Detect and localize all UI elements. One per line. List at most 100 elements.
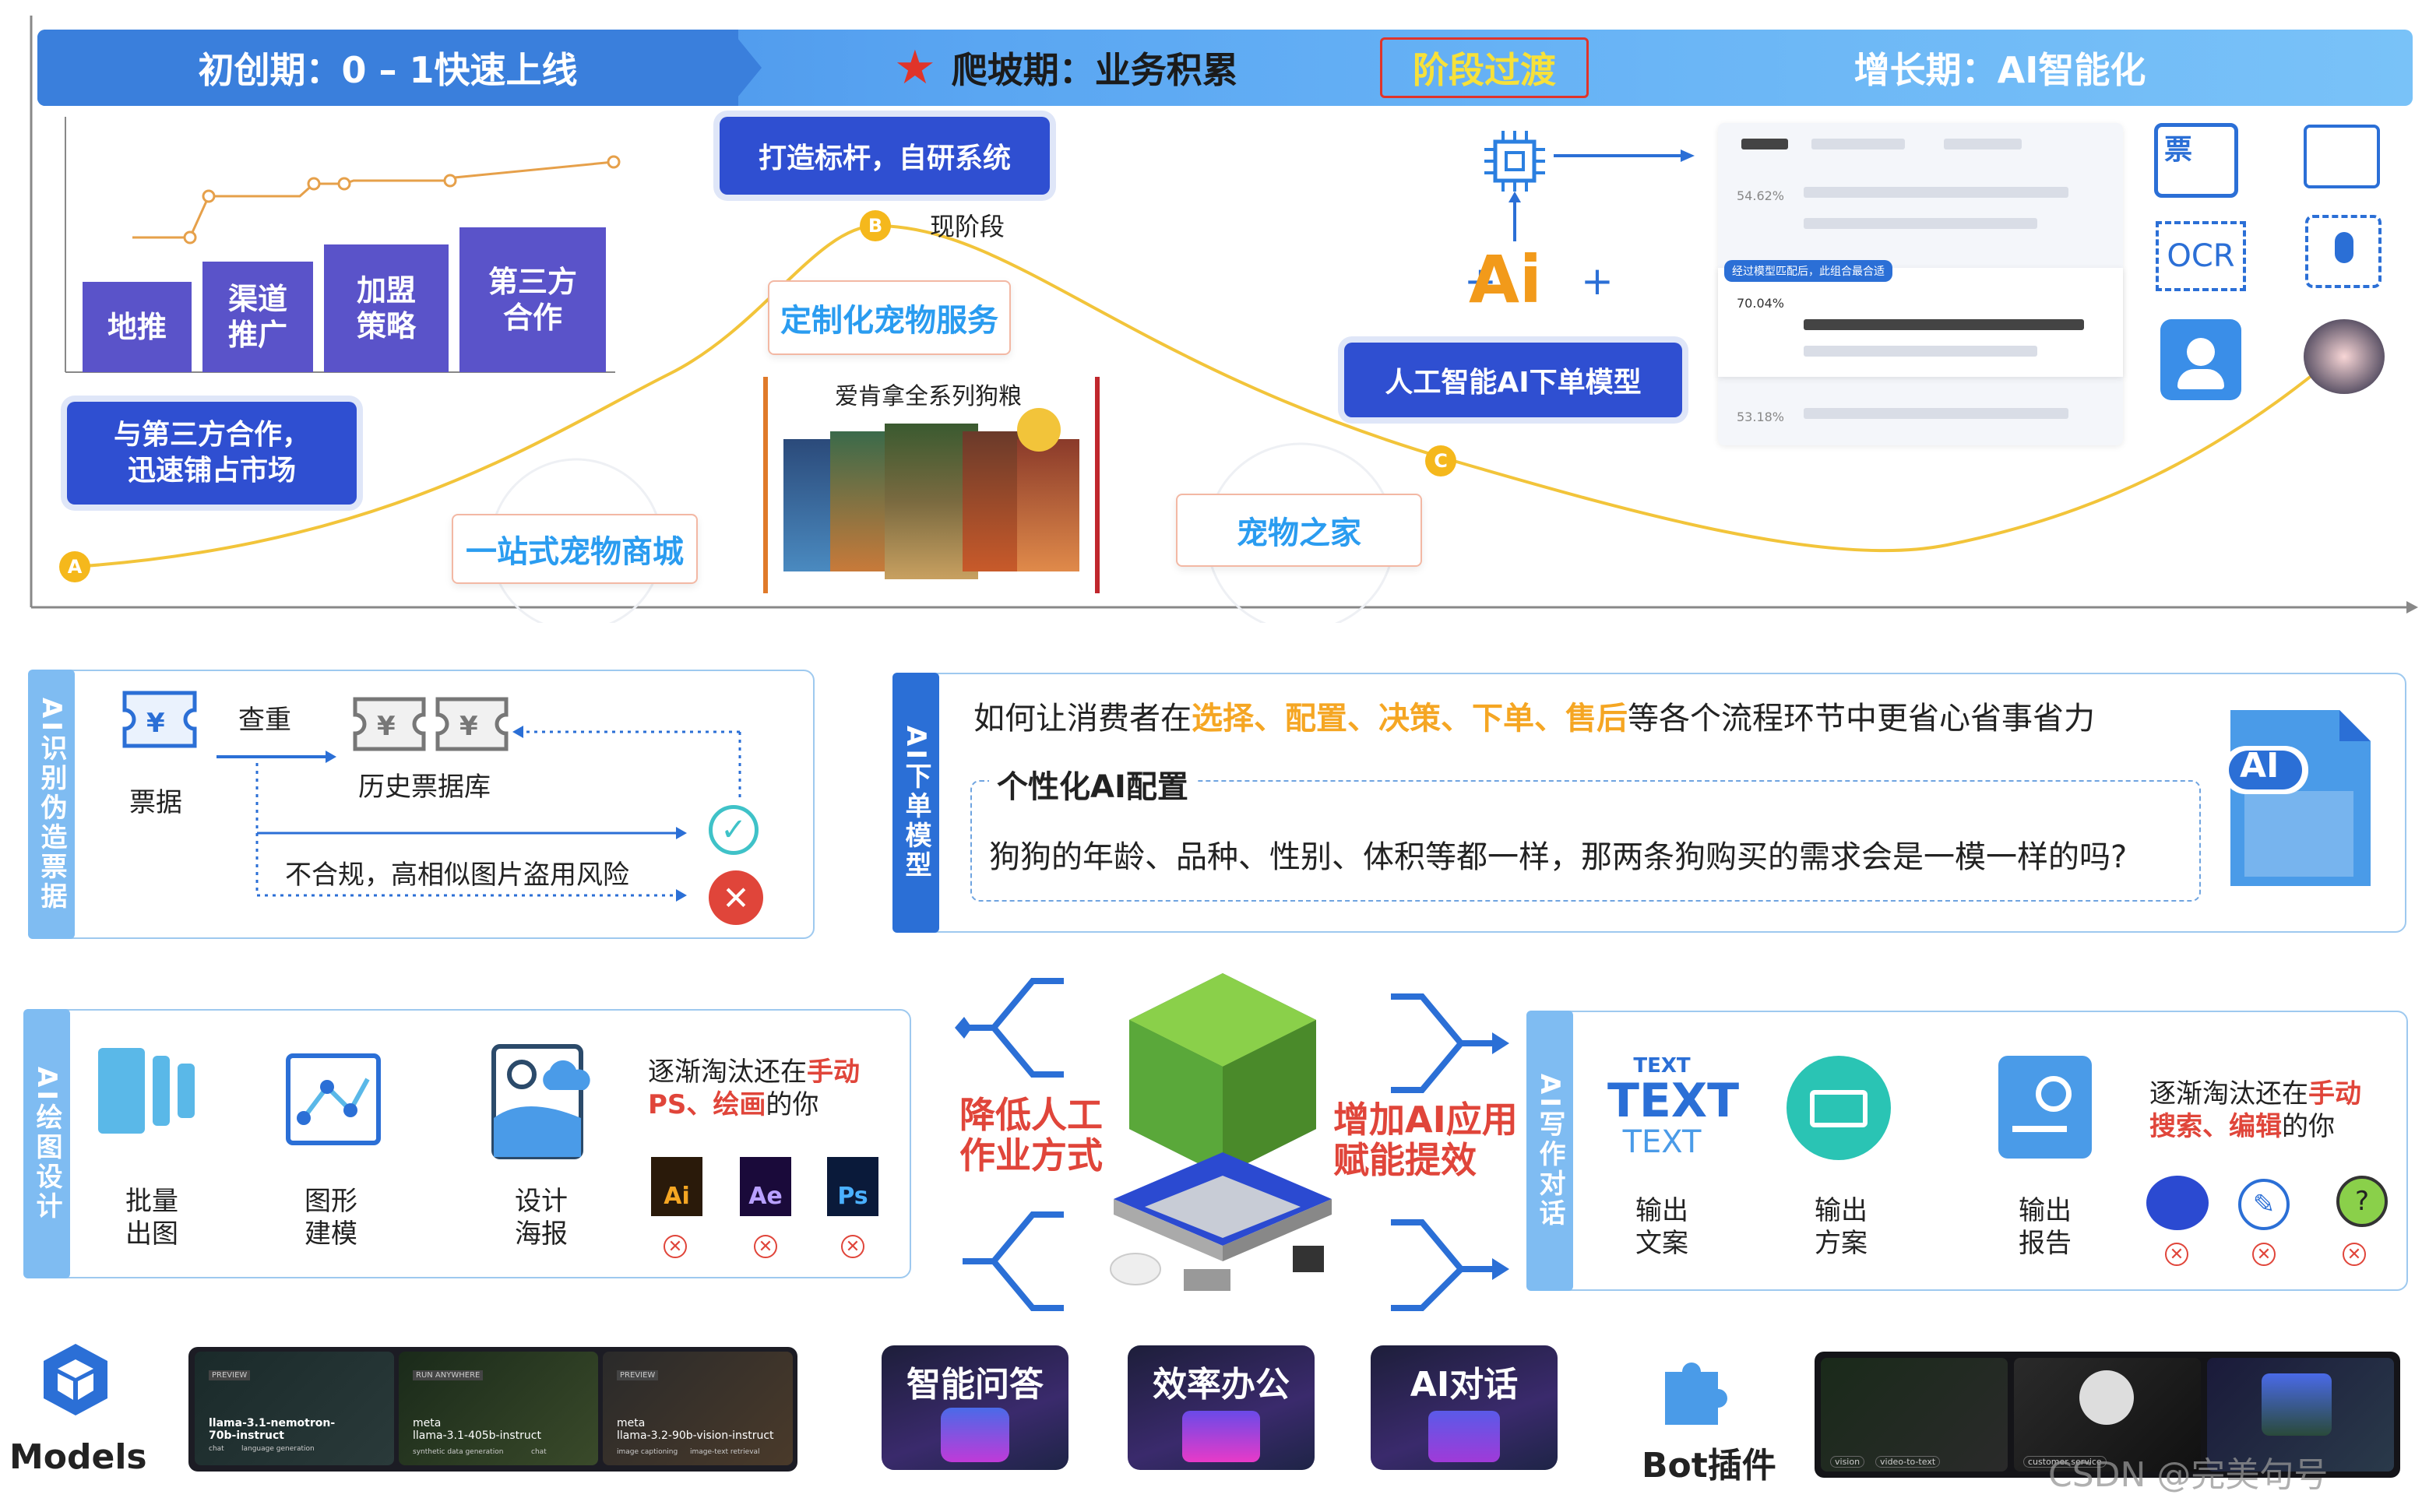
output-plan-label: 输出 方案: [1815, 1195, 1868, 1259]
server-cube-illustration: [1110, 973, 1332, 1291]
star-icon: ★: [894, 40, 936, 95]
stage3-label: 增长期：AI智能化: [1853, 49, 2146, 91]
ai-chat-card[interactable]: AI对话: [1371, 1345, 1558, 1470]
kw-aftersale: 售后: [1565, 701, 1628, 737]
model-card-name: meta llama-3.2-90b-vision-instruct: [617, 1417, 774, 1442]
pct-2: 70.04%: [1737, 296, 1785, 311]
match-note: 经过模型匹配后，此组合最合适: [1724, 260, 1892, 282]
watermark: CSDN @完美句号: [2048, 1455, 2329, 1495]
benchmark-box: 打造标杆，自研系统: [720, 117, 1050, 195]
banner-arrow: [730, 30, 762, 106]
ocr-icon: OCR: [2156, 221, 2246, 291]
stage-banner: 初创期：0 – 1快速上线 ★ 爬坡期：业务积累 阶段过渡 增长期：AI智能化: [37, 30, 2413, 106]
cross-icon: ✕: [664, 1235, 687, 1258]
bar-ground-push: 地推: [83, 282, 192, 372]
recommendation-screenshot: 54.62% 经过模型匹配后，此组合最合适 70.04% 53.18%: [1718, 123, 2123, 445]
draw-note-kw1: 手动: [807, 1057, 860, 1088]
config-title: 个性化AI配置: [989, 761, 1196, 807]
question-icon: ?: [2336, 1176, 2388, 1227]
model-chip: synthetic data generation: [413, 1448, 504, 1456]
point-a: A: [59, 551, 90, 582]
check-label: 查重: [238, 705, 291, 736]
chat-icon: [941, 1408, 1009, 1462]
cross-icon: ✕: [841, 1235, 864, 1258]
write-tag: AI写作对话: [1526, 1011, 1573, 1291]
cross-icon: ✕: [2343, 1243, 2366, 1266]
model-chip: chat: [209, 1445, 224, 1453]
model-cards-strip[interactable]: PREVIEW llama-3.1-nemotron-70b-instruct …: [188, 1347, 797, 1472]
draw-note-pre: 逐渐淘汰还在: [648, 1057, 807, 1088]
ticket-label: 票据: [129, 787, 182, 818]
output-copy-label: 输出 文案: [1635, 1195, 1688, 1259]
model-card[interactable]: PREVIEW llama-3.1-nemotron-70b-instruct …: [195, 1352, 394, 1465]
cross-icon: ✕: [754, 1235, 777, 1258]
kw-sep: 、: [1254, 701, 1285, 737]
bar-channel: 渠道 推广: [202, 262, 313, 372]
cross-icon: ✕: [2252, 1243, 2276, 1266]
order-line-pre: 如何让消费者在: [973, 701, 1192, 737]
modeling-icon: [286, 1053, 381, 1145]
bot-card[interactable]: vision video-to-text: [1821, 1358, 2008, 1472]
bot-cards-strip[interactable]: vision video-to-text customer service: [1815, 1352, 2400, 1478]
poster-label: 设计 海报: [515, 1186, 568, 1250]
write-note-post: 的你: [2282, 1111, 2335, 1142]
model-card-tag: PREVIEW: [209, 1370, 251, 1380]
draw-tag: AI绘图设计: [23, 1009, 70, 1278]
draw-panel: [23, 1009, 911, 1278]
model-card[interactable]: RUN ANYWHERE meta llama-3.1-405b-instruc…: [399, 1352, 598, 1465]
model-card-name: meta llama-3.1-405b-instruct: [413, 1417, 541, 1442]
text-icon-small: TEXT: [1633, 1054, 1691, 1078]
ai-text: Ai: [1469, 241, 1542, 318]
point-b: B: [860, 210, 891, 241]
svg-text:¥: ¥: [377, 711, 396, 742]
draw-note: 逐渐淘汰还在手动 PS、绘画的你: [648, 1056, 897, 1121]
model-chip: language generation: [241, 1445, 315, 1453]
order-tag: AI下单模型: [892, 673, 939, 933]
draw-note-kw2: PS、绘画: [648, 1089, 766, 1120]
ai-model-box: 人工智能AI下单模型: [1344, 343, 1682, 417]
current-stage-label: 现阶段: [930, 212, 1005, 241]
modeling-label: 图形 建模: [305, 1186, 357, 1250]
kw-decide: 决策: [1378, 701, 1441, 737]
write-note-pre: 逐渐淘汰还在: [2149, 1078, 2308, 1109]
ai-document-icon: [2223, 710, 2371, 886]
bot-chip: customer service: [2023, 1456, 2107, 1468]
cooperate-box: 与第三方合作， 迅速铺占市场: [67, 402, 357, 505]
model-card[interactable]: PREVIEW meta llama-3.2-90b-vision-instru…: [603, 1352, 793, 1465]
model-chip: image-text retrieval: [690, 1448, 760, 1456]
office-card-title: 效率办公: [1153, 1365, 1290, 1405]
point-c: C: [1425, 445, 1456, 476]
center-arrows: [955, 978, 1509, 1311]
reject-icon: ✕: [709, 870, 763, 925]
model-card-tag: PREVIEW: [617, 1370, 659, 1380]
reduce-manual-label: 降低人工 作业方式: [959, 1094, 1103, 1176]
svg-text:+: +: [1581, 258, 1614, 304]
stage1-label: 初创期：0 – 1快速上线: [37, 30, 738, 106]
config-question: 狗狗的年龄、品种、性别、体积等都一样，那两条狗购买的需求会是一模一样的吗?: [989, 839, 2128, 875]
office-card[interactable]: 效率办公: [1128, 1345, 1315, 1470]
models-label: Models: [9, 1437, 147, 1477]
batch-images-label: 批量 出图: [125, 1186, 178, 1250]
invoice-tag: AI识别伪造票据: [28, 670, 75, 939]
search-tool-icon: [2146, 1176, 2209, 1230]
bot-card[interactable]: [2207, 1358, 2394, 1472]
ai-chat-icon: [1428, 1411, 1500, 1462]
pet-home: 宠物之家: [1176, 494, 1422, 567]
qa-card[interactable]: 智能问答: [882, 1345, 1068, 1470]
invoice-icon: 票: [2154, 123, 2238, 198]
order-question: 如何让消费者在选择、配置、决策、下单、售后等各个流程环节中更省心省事省力: [973, 693, 2095, 738]
plan-icon: [1787, 1056, 1891, 1160]
bot-card[interactable]: customer service: [2014, 1358, 2201, 1472]
kw-order: 下单: [1472, 701, 1534, 737]
draw-note-post: 的你: [766, 1089, 819, 1120]
puzzle-icon: [1665, 1363, 1727, 1425]
lifecycle-curve: [73, 223, 2330, 568]
write-note: 逐渐淘汰还在手动搜索、编辑的你: [2149, 1078, 2399, 1143]
ticket-icon: ¥: [122, 691, 197, 748]
stage2-label: ★ 爬坡期：业务积累: [894, 30, 1361, 106]
custom-service: 定制化宠物服务: [768, 280, 1011, 355]
svg-text:¥: ¥: [459, 711, 478, 742]
poster-icon: [491, 1044, 590, 1159]
bot-chip: video-to-text: [1875, 1456, 1941, 1468]
kw-sep: 、: [1347, 701, 1378, 737]
